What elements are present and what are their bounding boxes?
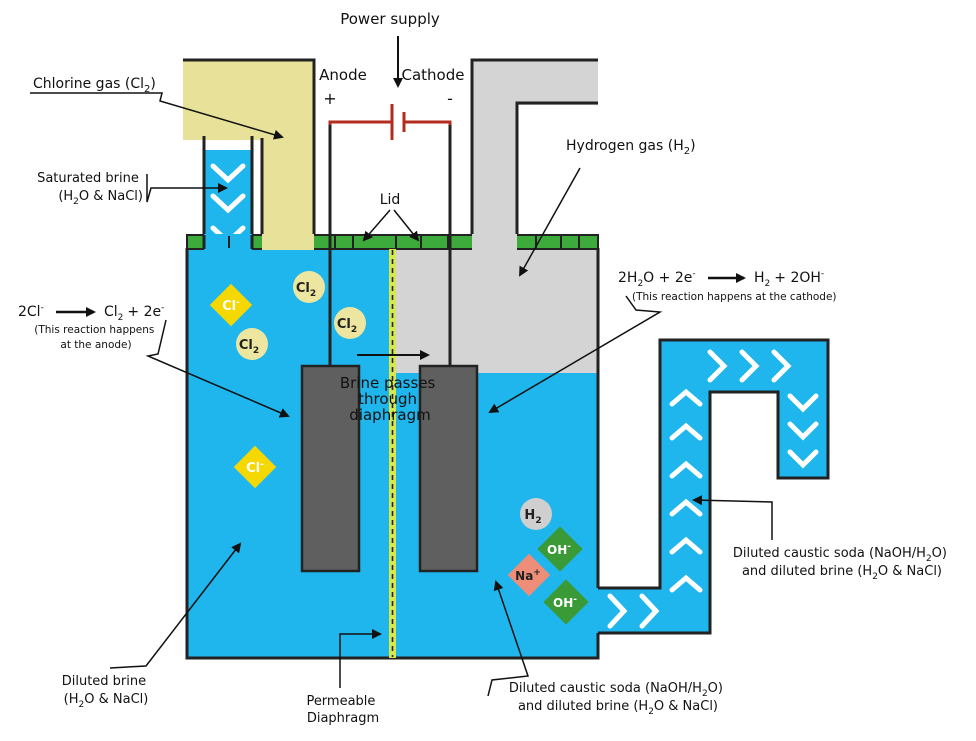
cl2-molecule-2: Cl2 [236,328,268,360]
svg-text:Brine passes through d: Brine passes through diaphragm [340,374,440,424]
svg-text:Diluted brine (H2O & NaCl): Diluted brine (H2O & NaCl) [62,674,151,710]
brine-passes-line-2: through [358,390,417,408]
lid [186,234,599,250]
caustic-outlet-pipe [598,338,830,635]
svg-text:Na+: Na+ [515,568,541,583]
h2-molecule: H2 [520,498,552,530]
svg-text:Permeable Diaphragm: Permeable Diaphragm [306,694,379,726]
diluted-brine-leader [109,542,242,669]
svg-text:2H2O + 2e-: 2H2O + 2e- [618,269,696,289]
svg-text:Cl2: Cl2 [296,281,316,299]
hydrogen-gas-label: Hydrogen gas (H2) [566,138,696,157]
cathode-note: (This reaction happens at the cathode) [632,291,837,303]
chlorine-gas-label: Chlorine gas (Cl2) [33,76,156,95]
lid-label: Lid [380,192,401,208]
oh-ion-2: OH- [543,579,589,625]
svg-text:Cl2: Cl2 [239,338,259,356]
hydrogen-gas-pipe [472,60,598,105]
brine-passes-line-1: Brine passes [340,374,436,392]
permeable-leader [339,629,382,688]
svg-text:OH-: OH- [547,542,571,557]
anode-reaction: 2Cl- Cl2+ 2e- (This reaction happens at … [18,303,164,351]
permeable-line-1: Permeable [306,694,375,709]
cathode-label: Cathode [402,66,465,84]
svg-text:Cl2+ 2e-: Cl2+ 2e- [104,303,164,323]
cl2-molecule-1: Cl2 [293,271,325,303]
anode-plus-sign: + [323,89,336,108]
svg-text:H2+ 2OH-: H2+ 2OH- [754,269,824,289]
cl-ion-2: Cl- [233,445,277,489]
svg-text:OH-: OH- [553,595,577,610]
caustic-right-line-1: Diluted caustic soda (NaOH/H2O) [733,546,947,564]
caustic-pipe-chevrons [607,349,819,629]
svg-text:2Cl-: 2Cl- [18,303,44,320]
anode-electrode [300,364,361,573]
diluted-brine-line-2: (H2O & NaCl) [64,692,149,710]
svg-text:H2: H2 [524,508,541,526]
chlorine-gas-leader [30,92,284,140]
permeable-line-2: Diaphragm [307,711,379,726]
power-supply-wires [328,120,452,365]
saturated-brine-line-1: Saturated brine [37,171,139,186]
saturated-brine-line-2: (H2O & NaCl) [58,189,143,207]
lid-leader-left [362,209,391,242]
chlorine-gas-pipe [183,60,314,250]
caustic-bottom-leader [487,580,530,697]
chlorine-pipe-outline [183,58,316,250]
anode-note-line-1: (This reaction happens [34,324,154,336]
saturated-brine-leader [146,174,228,203]
svg-text:Saturated brine (H2O & NaC: Saturated brine (H2O & NaCl) [37,171,143,207]
cathode-electrode [418,364,479,573]
caustic-bottom-line-2: and diluted brine (H2O & NaCl) [518,699,718,717]
anode-note-line-2: at the anode) [60,339,131,351]
cathode-minus-sign: - [447,89,453,108]
cathode-reaction: 2H2O + 2e- H2+ 2OH- (This reaction happe… [618,269,837,303]
anode-label: Anode [319,66,367,84]
cl2-molecule-3: Cl2 [334,307,366,339]
svg-text:Cl-: Cl- [246,460,264,476]
battery-symbol [390,104,406,140]
svg-text:Diluted caustic soda (NaOH/H2O: Diluted caustic soda (NaOH/H2O) and dilu… [509,681,727,717]
svg-text:Cl-: Cl- [222,298,240,314]
svg-text:(This reaction happens a: (This reaction happens at the anode) [34,324,157,351]
lid-leader-right [393,209,420,242]
cl-ion-1: Cl- [209,283,253,327]
svg-text:Diluted caustic soda (NaOH/H2O: Diluted caustic soda (NaOH/H2O) and dilu… [733,546,951,582]
oh-ion-1: OH- [537,526,583,572]
cathode-reaction-leader [488,295,663,414]
svg-text:Cl2: Cl2 [337,317,357,335]
diluted-brine-line-1: Diluted brine [62,674,146,689]
caustic-right-line-2: and diluted brine (H2O & NaCl) [742,564,942,582]
hydrogen-gas-leader [519,167,581,277]
caustic-bottom-line-1: Diluted caustic soda (NaOH/H2O) [509,681,723,699]
brine-passes-line-3: diaphragm [349,406,430,424]
anode-reaction-leader [145,319,290,418]
power-supply-label: Power supply [340,10,440,28]
permeable-diaphragm [389,249,396,658]
caustic-right-leader [692,495,773,540]
